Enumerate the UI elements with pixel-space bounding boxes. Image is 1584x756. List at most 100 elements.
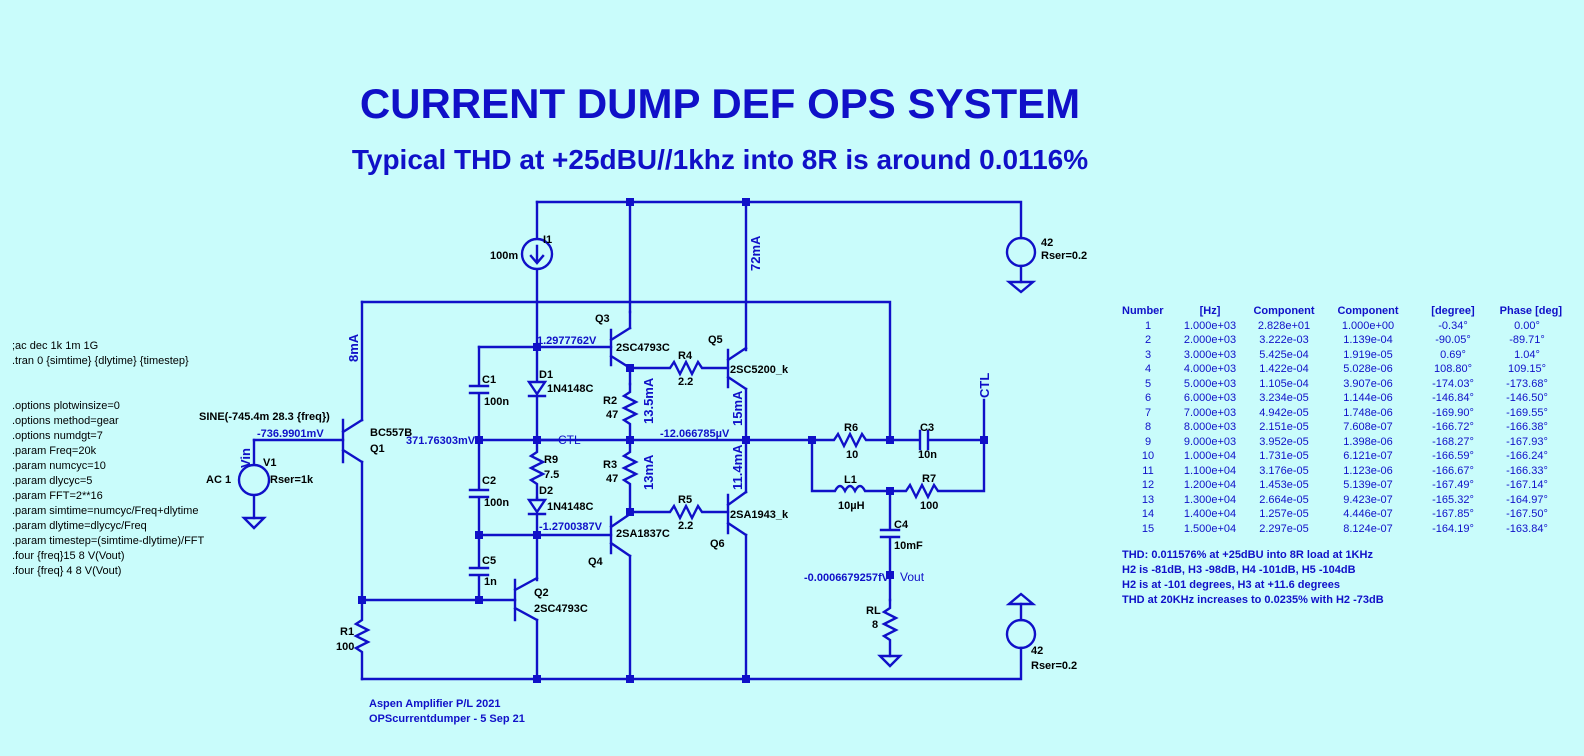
vin-net-label: Vin xyxy=(238,448,253,468)
v-q1-base-label: -736.9901mV xyxy=(257,428,324,440)
q1-name: Q1 xyxy=(370,443,385,455)
fourier-cell: 4.942e-05 xyxy=(1259,406,1309,419)
fourier-header-row: Number [Hz] Component Component [degree]… xyxy=(1122,304,1562,319)
q6-name: Q6 xyxy=(710,538,725,550)
fourier-cell: 6.121e-07 xyxy=(1343,450,1393,463)
r3-name: R3 xyxy=(603,459,617,471)
fourier-cell: 1.748e-06 xyxy=(1343,406,1393,419)
c4-value: 10mF xyxy=(894,540,923,552)
v1-name: V1 xyxy=(263,457,276,469)
fourier-cell: -163.84° xyxy=(1506,522,1548,535)
fourier-cell: -164.97° xyxy=(1506,493,1548,506)
fourier-cell: 1.105e-04 xyxy=(1259,377,1309,390)
d2-value: 1N4148C xyxy=(547,501,594,513)
c5-value: 1n xyxy=(484,576,497,588)
q1-model: BC557B xyxy=(370,427,412,439)
directive-line: .options plotwinsize=0 xyxy=(12,400,120,412)
fourier-cell: -165.32° xyxy=(1432,493,1474,506)
page-title: CURRENT DUMP DEF OPS SYSTEM xyxy=(359,80,1081,127)
fourier-cell: -169.90° xyxy=(1432,406,1474,419)
v1-ac-label: AC 1 xyxy=(206,474,231,486)
fourier-cell: -167.93° xyxy=(1506,435,1548,448)
directive-line: .options method=gear xyxy=(12,415,119,427)
fourier-cell: -146.84° xyxy=(1432,392,1474,405)
r2-name: R2 xyxy=(603,395,617,407)
current-q6-label: 11.4mA xyxy=(730,444,745,490)
fourier-cell: 3.000e+03 xyxy=(1183,348,1237,361)
fourier-cell: 109.15° xyxy=(1507,363,1547,376)
d1-value: 1N4148C xyxy=(547,383,594,395)
fourier-cell: 9.423e-07 xyxy=(1343,493,1393,506)
col-hz-header: [Hz] xyxy=(1199,305,1221,318)
fourier-cell: 3.234e-05 xyxy=(1259,392,1309,405)
c1-name: C1 xyxy=(482,374,496,386)
fourier-cell: 3.222e-03 xyxy=(1259,334,1309,347)
fourier-cell: 9 xyxy=(1144,435,1152,448)
v4-source-icon[interactable] xyxy=(1005,236,1037,268)
directive-line: .options numdgt=7 xyxy=(12,430,103,442)
ctl-net-label: CTL xyxy=(558,433,581,447)
spice-directives: ;ac dec 1k 1m 1G .tran 0 {simtime} {dlyt… xyxy=(12,339,204,579)
note-line: H2 is at -101 degrees, H3 at +11.6 degre… xyxy=(1122,579,1340,591)
fourier-cell: 1.100e+04 xyxy=(1183,464,1237,477)
l1-value: 10µH xyxy=(838,500,865,512)
directive-line: .tran 0 {simtime} {dlytime} {timestep} xyxy=(12,355,189,367)
directive-line: .param Freq=20k xyxy=(12,445,97,457)
fourier-cell: 1.200e+04 xyxy=(1183,479,1237,492)
c3-name: C3 xyxy=(920,422,934,434)
fourier-cell: -146.50° xyxy=(1506,392,1548,405)
note-line: THD at 20KHz increases to 0.0235% with H… xyxy=(1122,594,1384,606)
fourier-cell: 2 xyxy=(1144,334,1152,347)
v4-value: 42 xyxy=(1041,237,1053,249)
fourier-cell: 3.907e-06 xyxy=(1343,377,1393,390)
fourier-cell: 2.828e+01 xyxy=(1257,319,1311,332)
fourier-cell: -167.14° xyxy=(1506,479,1548,492)
fourier-cell: -169.55° xyxy=(1506,406,1548,419)
fourier-cell: 0.69° xyxy=(1440,348,1466,361)
fourier-cell: 2.151e-05 xyxy=(1259,421,1309,434)
c4-name: C4 xyxy=(894,519,909,531)
fourier-cell: -168.27° xyxy=(1432,435,1474,448)
fourier-cell: 7 xyxy=(1144,406,1152,419)
fourier-cell: 1.257e-05 xyxy=(1259,508,1309,521)
current-r3-label: 13mA xyxy=(641,454,656,490)
q6-model: 2SA1943_k xyxy=(730,509,789,521)
fourier-cell: 1.919e-05 xyxy=(1343,348,1393,361)
c2-name: C2 xyxy=(482,475,496,487)
r1-name: R1 xyxy=(340,626,354,638)
directive-line: ;ac dec 1k 1m 1G xyxy=(12,340,99,352)
r3-value: 47 xyxy=(606,473,618,485)
fourier-cell: 1.000e+03 xyxy=(1183,319,1237,332)
q5-name: Q5 xyxy=(708,334,723,346)
col-number-header: Number xyxy=(1122,305,1164,318)
fourier-cell: -167.50° xyxy=(1506,508,1548,521)
fourier-cell: 5.425e-04 xyxy=(1259,348,1309,361)
fourier-cell: 1.398e-06 xyxy=(1343,435,1393,448)
v-out-label: -12.066785µV xyxy=(660,428,730,440)
fourier-cell: 7.608e-07 xyxy=(1343,421,1393,434)
v5-source-icon[interactable] xyxy=(1005,618,1037,650)
directive-line: .param dlycyc=5 xyxy=(12,475,93,487)
fourier-cell: -167.85° xyxy=(1432,508,1474,521)
fourier-cell: -166.24° xyxy=(1506,450,1548,463)
col-component-header: Component xyxy=(1253,305,1315,318)
fourier-cell: 1.500e+04 xyxy=(1183,522,1237,535)
fourier-cell: -166.33° xyxy=(1506,464,1548,477)
directive-line: .four {freq}15 8 V(Vout) xyxy=(12,550,125,562)
fourier-cell: 1 xyxy=(1144,319,1152,332)
r6-name: R6 xyxy=(844,422,858,434)
fourier-cell: 5.000e+03 xyxy=(1183,377,1237,390)
col-norm-component-header: Component xyxy=(1337,305,1399,318)
fourier-cell: 9.000e+03 xyxy=(1183,435,1237,448)
fourier-cell: 3.176e-05 xyxy=(1259,464,1309,477)
fourier-cell: 5.139e-07 xyxy=(1343,479,1393,492)
